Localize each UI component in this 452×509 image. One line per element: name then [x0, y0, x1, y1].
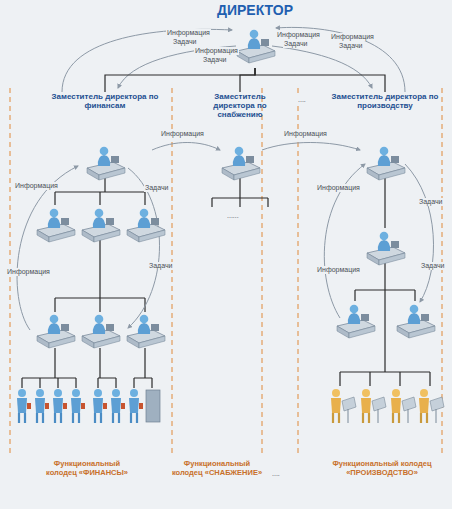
flow-label: Информация [316, 184, 361, 192]
hierarchy-connector [255, 68, 385, 92]
flow-label: Задачи [148, 262, 174, 270]
supply-staff-icons [222, 147, 260, 180]
hierarchy-connector [105, 68, 255, 92]
functional-well-dividers [10, 88, 442, 455]
flow-label: Информация [276, 31, 321, 39]
director-icon [237, 30, 275, 63]
flow-label: Задачи [144, 184, 170, 192]
ellipsis-mark: ...... [226, 212, 240, 220]
flow-label: Информация [283, 130, 328, 138]
well-caption: Функциональный колодец «ПРОИЗВОДСТВО» [326, 460, 438, 477]
flow-label: Информация [166, 29, 211, 37]
deputy-node: Заместитель директора по финансам [49, 92, 161, 110]
flow-label: Задачи [338, 42, 364, 50]
flow-label: Информация [6, 268, 51, 276]
ellipsis-mark: .... [297, 96, 307, 104]
flow-label: Информация [330, 33, 375, 41]
role-label: Заместитель директора по производству [329, 92, 441, 110]
flow-label: Задачи [418, 198, 444, 206]
flow-label: Информация [14, 182, 59, 190]
role-label: Заместитель директора по снабжению [194, 92, 286, 120]
well-caption: Функциональный колодец «ФИНАНСЫ» [38, 460, 136, 477]
ellipsis-mark: .... [271, 470, 281, 478]
flow-label: Задачи [172, 38, 198, 46]
hierarchy-connector [240, 68, 255, 92]
information-task-arrows [17, 27, 433, 330]
flow-label: Информация [316, 266, 361, 274]
flow-label: Задачи [283, 40, 309, 48]
deputy-node: Заместитель директора по производству [329, 92, 441, 110]
flow-label: Информация [160, 130, 205, 138]
flow-label: Задачи [420, 262, 446, 270]
flow-label: Информация [194, 47, 239, 55]
title-heading: ДИРЕКТОР [190, 2, 320, 18]
deputy-node: Заместитель директора по снабжению [194, 92, 286, 120]
hierarchy-lines [22, 178, 430, 388]
flow-label: Задачи [202, 56, 228, 64]
well-caption: Функциональный колодец «СНАБЖЕНИЕ» [168, 460, 266, 477]
role-label: Заместитель директора по финансам [49, 92, 161, 110]
